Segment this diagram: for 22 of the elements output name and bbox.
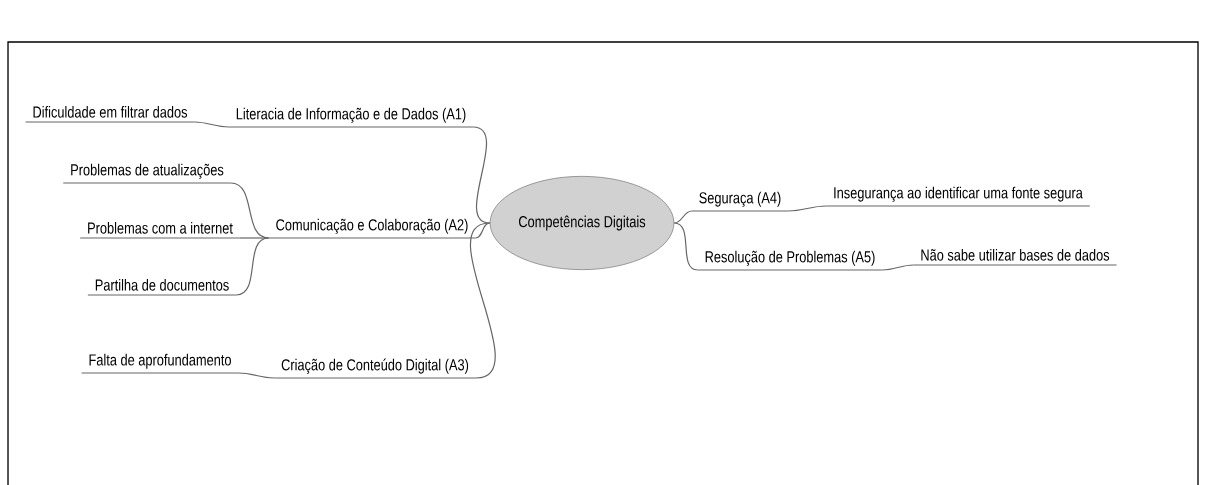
connector [472,126,491,224]
connector [193,121,230,128]
branch-label: Comunicação e Colaboração (A2) [268,218,476,239]
branch-label: Resolução de Problemas (A5) [697,250,883,271]
connector [237,372,275,379]
branch-label: Não sabe utilizar bases de dados [912,249,1118,266]
branch-label: Dificuldade em filtrar dados [24,106,196,123]
branch-label: Literacia de Informação e de Dados (A1) [228,107,474,128]
branch-label: Insegurança ao identificar uma fonte segura [825,186,1091,207]
connector [235,237,270,296]
connector [673,222,699,271]
branch-label: Partilha de documentos [87,279,237,296]
branch-label: Problemas de atualizações [62,163,232,184]
branch-label: Problemas com a internet [79,222,241,239]
connector [787,205,827,212]
connector [239,237,270,239]
connector [881,264,915,271]
branch-label: Criação de Conteúdo Digital (A3) [273,358,477,379]
connector [673,210,693,224]
connector [469,222,496,379]
branch-label: Falta de aprofundamento [80,353,240,374]
branch-label: Seguraça (A4) [691,191,789,212]
